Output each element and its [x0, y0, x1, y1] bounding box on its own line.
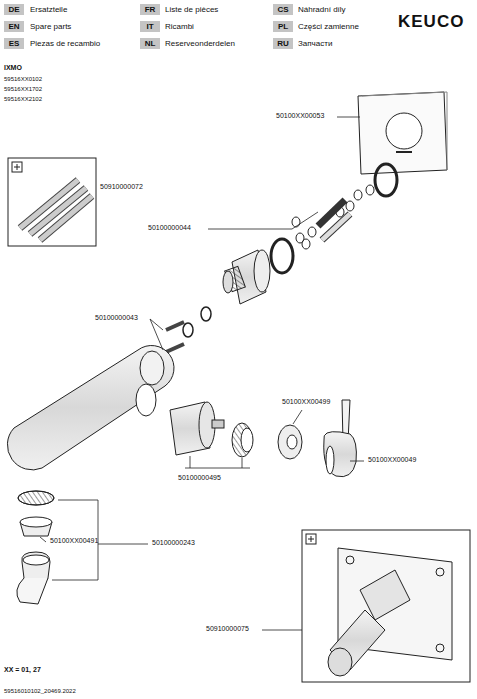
part-number: 50100XX00499 — [282, 398, 330, 406]
part-number: 50910000072 — [100, 183, 143, 191]
language-code: NL — [140, 38, 160, 49]
language-code: RU — [273, 38, 293, 49]
cartridge — [170, 402, 224, 455]
article-number: 59516XX0102 — [4, 76, 42, 83]
language-code: DE — [4, 4, 24, 15]
o-ring — [201, 307, 211, 321]
rosette — [278, 425, 302, 459]
o-ring — [271, 239, 293, 273]
language-code: ES — [4, 38, 24, 49]
language-code: IT — [140, 21, 160, 32]
o-ring — [183, 323, 193, 337]
language-code: CS — [273, 4, 293, 15]
valve-body — [223, 250, 270, 304]
leader-lines — [40, 117, 364, 630]
threaded-nut — [232, 423, 253, 457]
language-title: Ersatzteile — [30, 5, 67, 14]
article-number: 59516XX1702 — [4, 86, 42, 93]
concealed-body-box — [302, 530, 470, 682]
spout — [7, 346, 174, 470]
language-title: Запчасти — [298, 39, 332, 48]
screws-and-rings — [292, 185, 374, 249]
part-number: 50100000495 — [178, 474, 221, 482]
part-number: 50100000043 — [95, 314, 138, 322]
brand-logo: KEUCO — [398, 12, 464, 32]
grub-screws — [166, 322, 184, 352]
document-number: 59516010102_20469.2022 — [4, 688, 76, 695]
aerator — [17, 491, 54, 604]
accessory-box — [8, 158, 96, 246]
part-number: 50100XX00049 — [368, 456, 416, 464]
part-number: 50100000243 — [152, 539, 195, 547]
part-number: 50100000044 — [148, 224, 191, 232]
language-code: FR — [140, 4, 160, 15]
language-title: Spare parts — [30, 22, 71, 31]
part-number: 50100XX00491 — [50, 537, 98, 545]
article-number: 59516XX2102 — [4, 96, 42, 103]
language-code: PL — [273, 21, 293, 32]
language-title: Piezas de recambio — [30, 39, 100, 48]
part-number: 50100XX00053 — [276, 112, 324, 120]
language-title: Reserveonderdelen — [165, 39, 235, 48]
variant-note: XX = 01, 27 — [4, 666, 41, 674]
language-code: EN — [4, 21, 24, 32]
language-title: Ricambi — [165, 22, 194, 31]
part-number: 50910000075 — [206, 625, 249, 633]
lever — [324, 400, 357, 477]
language-title: Części zamienne — [298, 22, 359, 31]
language-title: Liste de pièces — [165, 5, 218, 14]
o-ring — [375, 164, 397, 196]
product-name: IXMO — [4, 64, 22, 72]
language-title: Náhradní díly — [298, 5, 346, 14]
cover-plate — [358, 92, 447, 174]
